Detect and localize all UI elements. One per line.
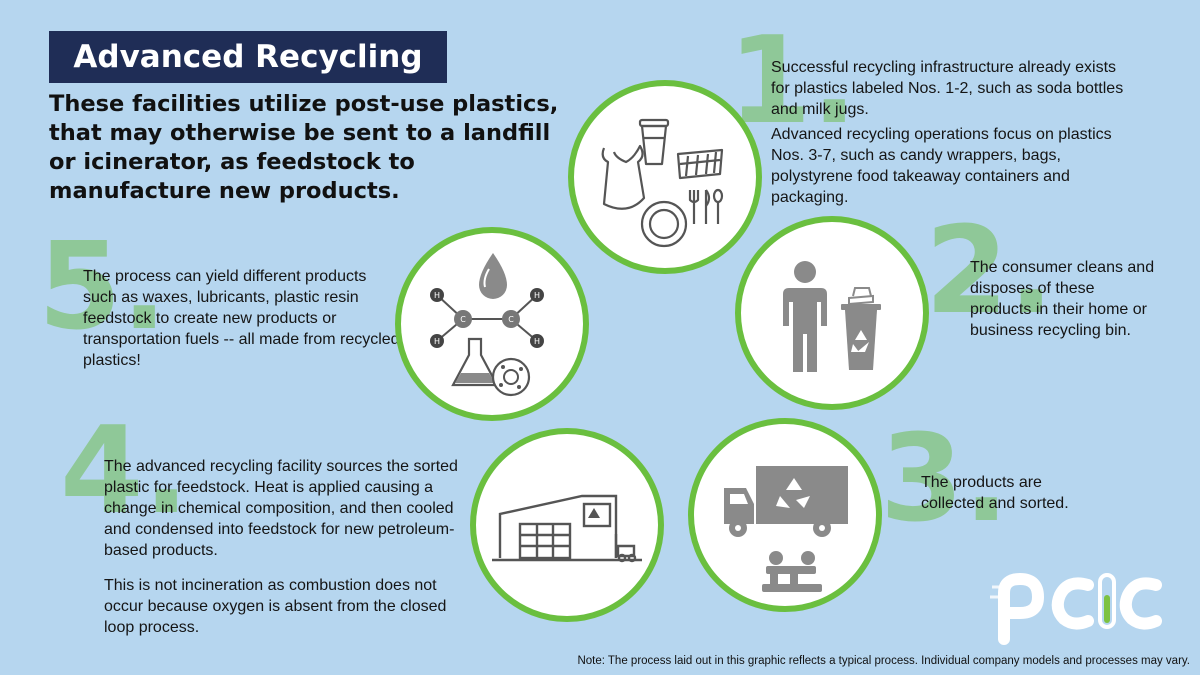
hydrogen-label-3: H [534,291,540,300]
step-3-number: 3. [880,410,1010,549]
step-1-circle [568,80,762,274]
recycling-truck-sorting-icon [724,466,848,592]
plastic-items-icon [601,118,724,248]
step-3-paragraph-1: The products are collected and sorted. [921,474,1069,512]
step-2-paragraph-1: The consumer cleans and disposes of thes… [970,259,1155,339]
step-1-number: 1. [728,12,858,151]
hydrogen-label-1: H [434,291,440,300]
step-1-paragraph-2: Advanced recycling operations focus on p… [771,126,1112,206]
molecule-products-icon: C C H H H H [430,253,544,397]
step-5-text: The process can yield different products… [83,266,401,371]
hydrogen-label-2: H [434,337,440,346]
step-4-paragraph-2: This is not incineration as combustion d… [104,577,447,636]
page-title: Advanced Recycling [73,39,423,75]
carbon-label-right: C [508,315,514,324]
step-4-text: The advanced recycling facility sources … [104,456,466,638]
logo-text: pcic [990,565,992,566]
step-4-paragraph-1: The advanced recycling facility sources … [104,458,458,559]
step-5-number: 5. [38,218,168,357]
step-1-paragraph-1: Successful recycling infrastructure alre… [771,59,1124,118]
footer-note: Note: The process laid out in this graph… [577,655,1190,667]
step-4-circle [470,428,664,622]
step-1-text: Successful recycling infrastructure alre… [771,57,1126,208]
person-recycling-bin-icon [783,261,881,372]
step-3-text: The products are collected and sorted. [921,472,1101,514]
title-banner: Advanced Recycling [49,31,447,83]
recycling-facility-icon [492,494,642,563]
carbon-label-left: C [460,315,466,324]
step-4-number: 4. [60,402,190,541]
page-subtitle: These facilities utilize post-use plasti… [49,91,559,204]
pcic-logo: pcic [990,565,1162,645]
step-2-circle [735,216,929,410]
step-2-number: 2. [925,202,1055,341]
step-5-circle: C C H H H H [395,227,589,421]
hydrogen-label-4: H [534,337,540,346]
step-5-paragraph-1: The process can yield different products… [83,268,400,369]
step-2-text: The consumer cleans and disposes of thes… [970,257,1155,341]
step-3-circle [688,418,882,612]
